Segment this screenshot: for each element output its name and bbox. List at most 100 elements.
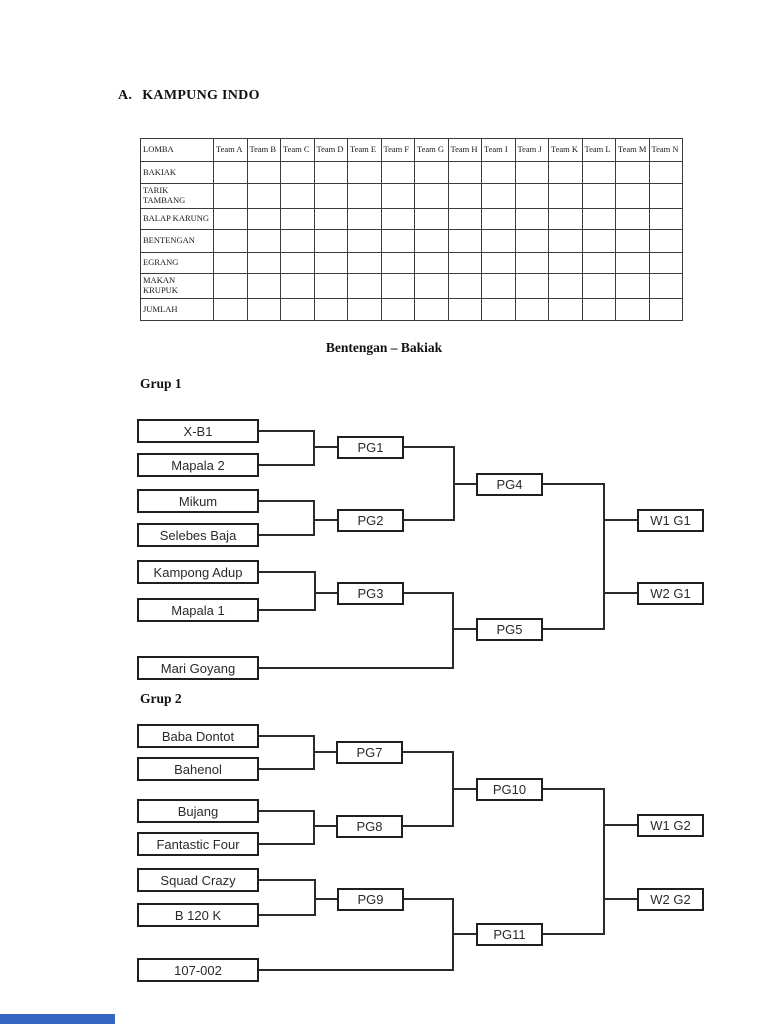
- connector-line: [453, 483, 476, 485]
- table-cell: [347, 161, 382, 184]
- table-cell: [313, 161, 348, 184]
- table-cell: [246, 229, 281, 253]
- table-cell: [447, 298, 482, 321]
- connector-line: [313, 500, 315, 536]
- match-box-pg11: PG11: [476, 923, 543, 946]
- connector-line: [403, 751, 452, 753]
- table-row: TARIK TAMBANG: [140, 183, 683, 209]
- table-cell: [581, 252, 616, 274]
- table-cell: [615, 273, 650, 299]
- match-box-pg5: PG5: [476, 618, 543, 641]
- connector-line: [452, 933, 476, 935]
- connector-line: [314, 592, 337, 594]
- table-cell: [347, 273, 382, 299]
- table-cell: [313, 298, 348, 321]
- table-header-cell: Team I: [481, 138, 516, 162]
- table-cell: [548, 208, 583, 230]
- table-cell: [380, 161, 415, 184]
- table-cell: [380, 183, 415, 209]
- connector-line: [313, 751, 336, 753]
- table-cell: [246, 252, 281, 274]
- table-row-label: TARIK TAMBANG: [140, 183, 214, 209]
- connector-line: [313, 810, 315, 845]
- table-row: BAKIAK: [140, 161, 683, 184]
- table-row-label: BALAP KARUNG: [140, 208, 214, 230]
- table-cell: [280, 252, 315, 274]
- table-cell: [481, 183, 516, 209]
- table-cell: [615, 161, 650, 184]
- table-cell: [246, 298, 281, 321]
- table-cell: [380, 252, 415, 274]
- connector-line: [314, 898, 337, 900]
- winner-box-w1-g2: W1 G2: [637, 814, 704, 837]
- table-cell: [615, 208, 650, 230]
- connector-line: [259, 969, 452, 971]
- table-row: JUMLAH: [140, 298, 683, 321]
- connector-line: [403, 825, 452, 827]
- table-cell: [514, 252, 549, 274]
- table-cell: [548, 161, 583, 184]
- connector-line: [259, 735, 313, 737]
- table-cell: [280, 161, 315, 184]
- table-cell: [581, 183, 616, 209]
- connector-line: [452, 592, 454, 669]
- connector-line: [404, 519, 453, 521]
- team-box-bahenol: Bahenol: [137, 757, 259, 781]
- table-cell: [514, 161, 549, 184]
- table-cell: [648, 208, 683, 230]
- connector-line: [603, 898, 637, 900]
- table-header-cell: Team F: [380, 138, 415, 162]
- winner-box-w1-g1: W1 G1: [637, 509, 704, 532]
- table-cell: [246, 161, 281, 184]
- connector-line: [259, 879, 314, 881]
- table-cell: [347, 298, 382, 321]
- table-cell: [581, 161, 616, 184]
- progress-bar: [0, 1014, 115, 1024]
- match-box-pg10: PG10: [476, 778, 543, 801]
- table-cell: [581, 298, 616, 321]
- connector-line: [259, 464, 313, 466]
- table-row-label: MAKAN KRUPUK: [140, 273, 214, 299]
- table-cell: [481, 229, 516, 253]
- table-cell: [514, 208, 549, 230]
- table-cell: [615, 229, 650, 253]
- connector-line: [543, 483, 603, 485]
- connector-line: [452, 628, 476, 630]
- connector-line: [313, 519, 337, 521]
- table-cell: [280, 229, 315, 253]
- table-cell: [581, 208, 616, 230]
- connector-line: [603, 824, 637, 826]
- table-cell: [648, 252, 683, 274]
- table-cell: [648, 298, 683, 321]
- table-header-cell: Team C: [280, 138, 315, 162]
- table-cell: [213, 252, 248, 274]
- table-row-label: BENTENGAN: [140, 229, 214, 253]
- team-box-x-b1: X-B1: [137, 419, 259, 443]
- table-cell: [313, 273, 348, 299]
- connector-line: [404, 592, 452, 594]
- table-row: BALAP KARUNG: [140, 208, 683, 230]
- table-cell: [481, 208, 516, 230]
- team-box-mapala-1: Mapala 1: [137, 598, 259, 622]
- connector-line: [259, 534, 313, 536]
- table-header-cell: Team B: [246, 138, 281, 162]
- table-cell: [414, 208, 449, 230]
- team-box-mikum: Mikum: [137, 489, 259, 513]
- table-cell: [213, 183, 248, 209]
- team-box-mapala-2: Mapala 2: [137, 453, 259, 477]
- table-cell: [280, 273, 315, 299]
- connector-line: [603, 788, 605, 935]
- table-cell: [447, 273, 482, 299]
- connector-line: [404, 446, 453, 448]
- match-box-pg7: PG7: [336, 741, 403, 764]
- table-cell: [414, 229, 449, 253]
- table-cell: [615, 183, 650, 209]
- table-header-cell: Team L: [581, 138, 616, 162]
- table-cell: [280, 183, 315, 209]
- connector-line: [404, 898, 452, 900]
- table-row-label: EGRANG: [140, 252, 214, 274]
- connector-line: [259, 914, 314, 916]
- connector-line: [259, 571, 314, 573]
